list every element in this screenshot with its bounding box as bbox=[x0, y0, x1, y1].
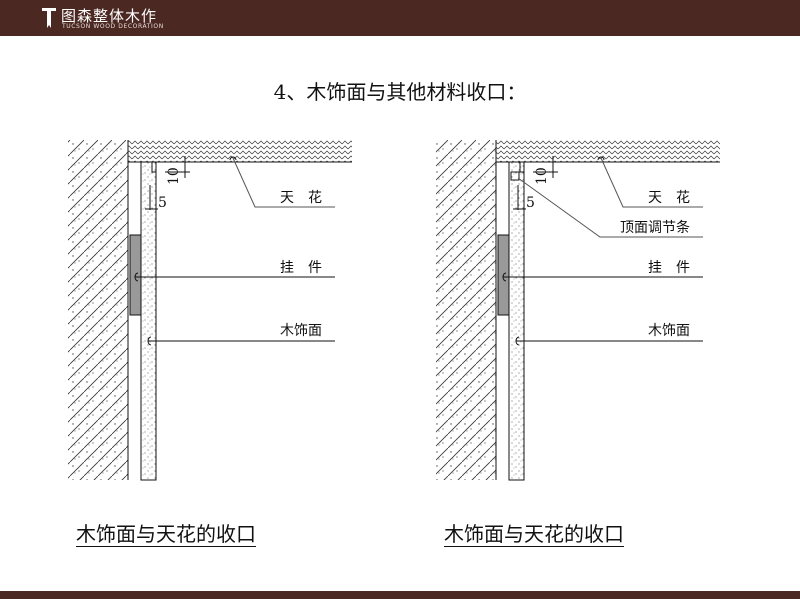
dim-5-label: 5 bbox=[158, 195, 167, 211]
dim-10-label: 10 bbox=[166, 167, 182, 185]
label-adjust-strip: 顶面调节条 bbox=[620, 219, 690, 236]
veneer-clip-icon bbox=[147, 336, 152, 346]
dim-5-label: 5 bbox=[526, 195, 535, 211]
dim-10-label: 10 bbox=[534, 167, 550, 185]
ceiling-anchor-icon bbox=[229, 156, 237, 161]
label-ceiling: 天 花 bbox=[648, 190, 690, 206]
panel-top-step bbox=[519, 162, 524, 173]
ceiling-leader bbox=[232, 157, 335, 208]
header-bar: 图森整体木作 TUCSON WOOD DECORATION bbox=[0, 0, 800, 36]
label-veneer: 木饰面 bbox=[280, 323, 322, 339]
veneer-clip-icon bbox=[515, 336, 520, 346]
caption-right: 木饰面与天花的收口 bbox=[444, 522, 624, 547]
caption-left: 木饰面与天花的收口 bbox=[76, 522, 256, 547]
hanger-clip-icon bbox=[502, 272, 507, 282]
ceiling-slab bbox=[128, 140, 352, 162]
ceiling-adjust-strip bbox=[510, 171, 520, 181]
brand-name: 图森整体木作 bbox=[61, 7, 158, 25]
masonry-wall bbox=[68, 140, 128, 480]
panel-top-step bbox=[151, 162, 156, 173]
masonry-wall bbox=[436, 140, 496, 480]
strip-leader bbox=[517, 177, 703, 238]
label-ceiling: 天 花 bbox=[280, 190, 322, 206]
hanger-clip-icon bbox=[134, 272, 139, 282]
footer-bar bbox=[0, 591, 800, 599]
ceiling-leader bbox=[600, 157, 703, 208]
ceiling-slab bbox=[496, 140, 720, 162]
logo-icon bbox=[42, 8, 56, 28]
wood-veneer-panel bbox=[140, 161, 157, 481]
wood-veneer-panel bbox=[508, 161, 525, 481]
label-hanger: 挂 件 bbox=[280, 260, 322, 276]
brand-tagline: TUCSON WOOD DECORATION bbox=[62, 23, 164, 30]
label-hanger: 挂 件 bbox=[648, 260, 690, 276]
label-veneer: 木饰面 bbox=[648, 323, 690, 339]
ceiling-anchor-icon bbox=[597, 156, 605, 161]
section-title: 4、木饰面与其他材料收口： bbox=[273, 80, 527, 104]
